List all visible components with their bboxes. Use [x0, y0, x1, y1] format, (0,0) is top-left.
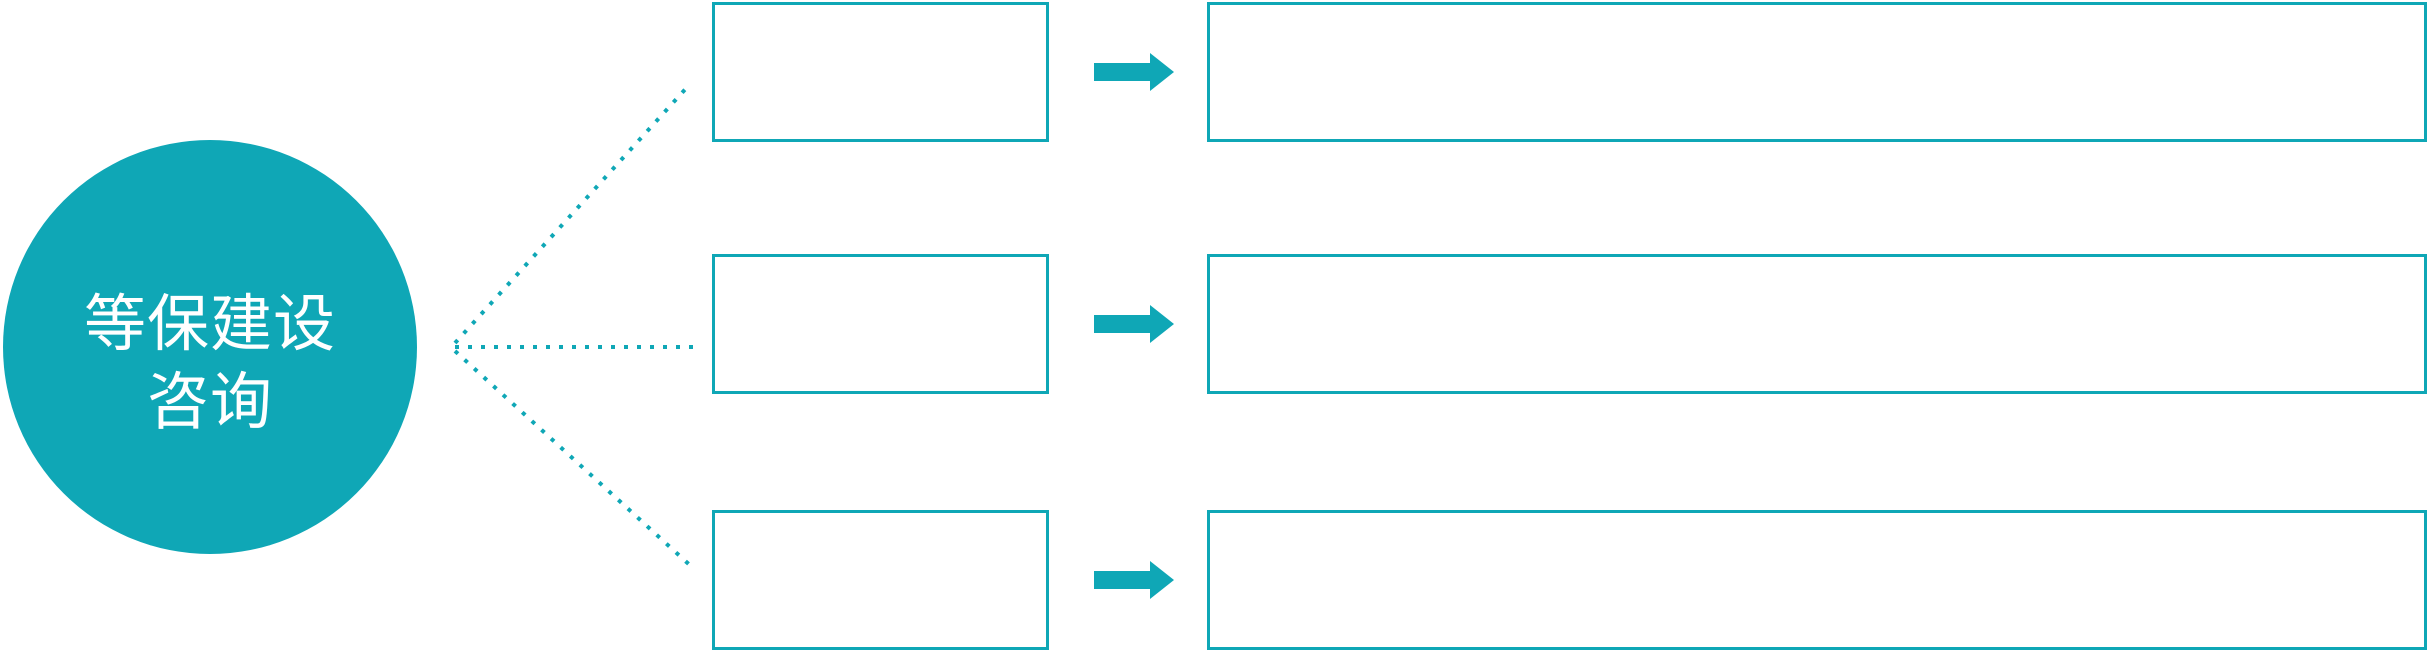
step-box-2	[712, 254, 1049, 394]
hub-label-line2: 咨询	[146, 368, 273, 437]
detail-box-2	[1207, 254, 2427, 394]
connector-line-bottom	[453, 349, 695, 570]
right-arrow-icon-2	[1094, 305, 1174, 343]
detail-box-3	[1207, 510, 2427, 650]
step-box-1	[712, 2, 1049, 142]
hub-circle: 等保建设 咨询	[3, 140, 417, 554]
right-arrow-icon-3	[1094, 561, 1174, 599]
step-box-3	[712, 510, 1049, 650]
detail-box-1	[1207, 2, 2427, 142]
hub-label-line1: 等保建设	[83, 290, 336, 359]
right-arrow-icon-1	[1094, 53, 1174, 91]
connector-line-top	[453, 82, 692, 345]
hub-label: 等保建设 咨询	[3, 286, 417, 442]
